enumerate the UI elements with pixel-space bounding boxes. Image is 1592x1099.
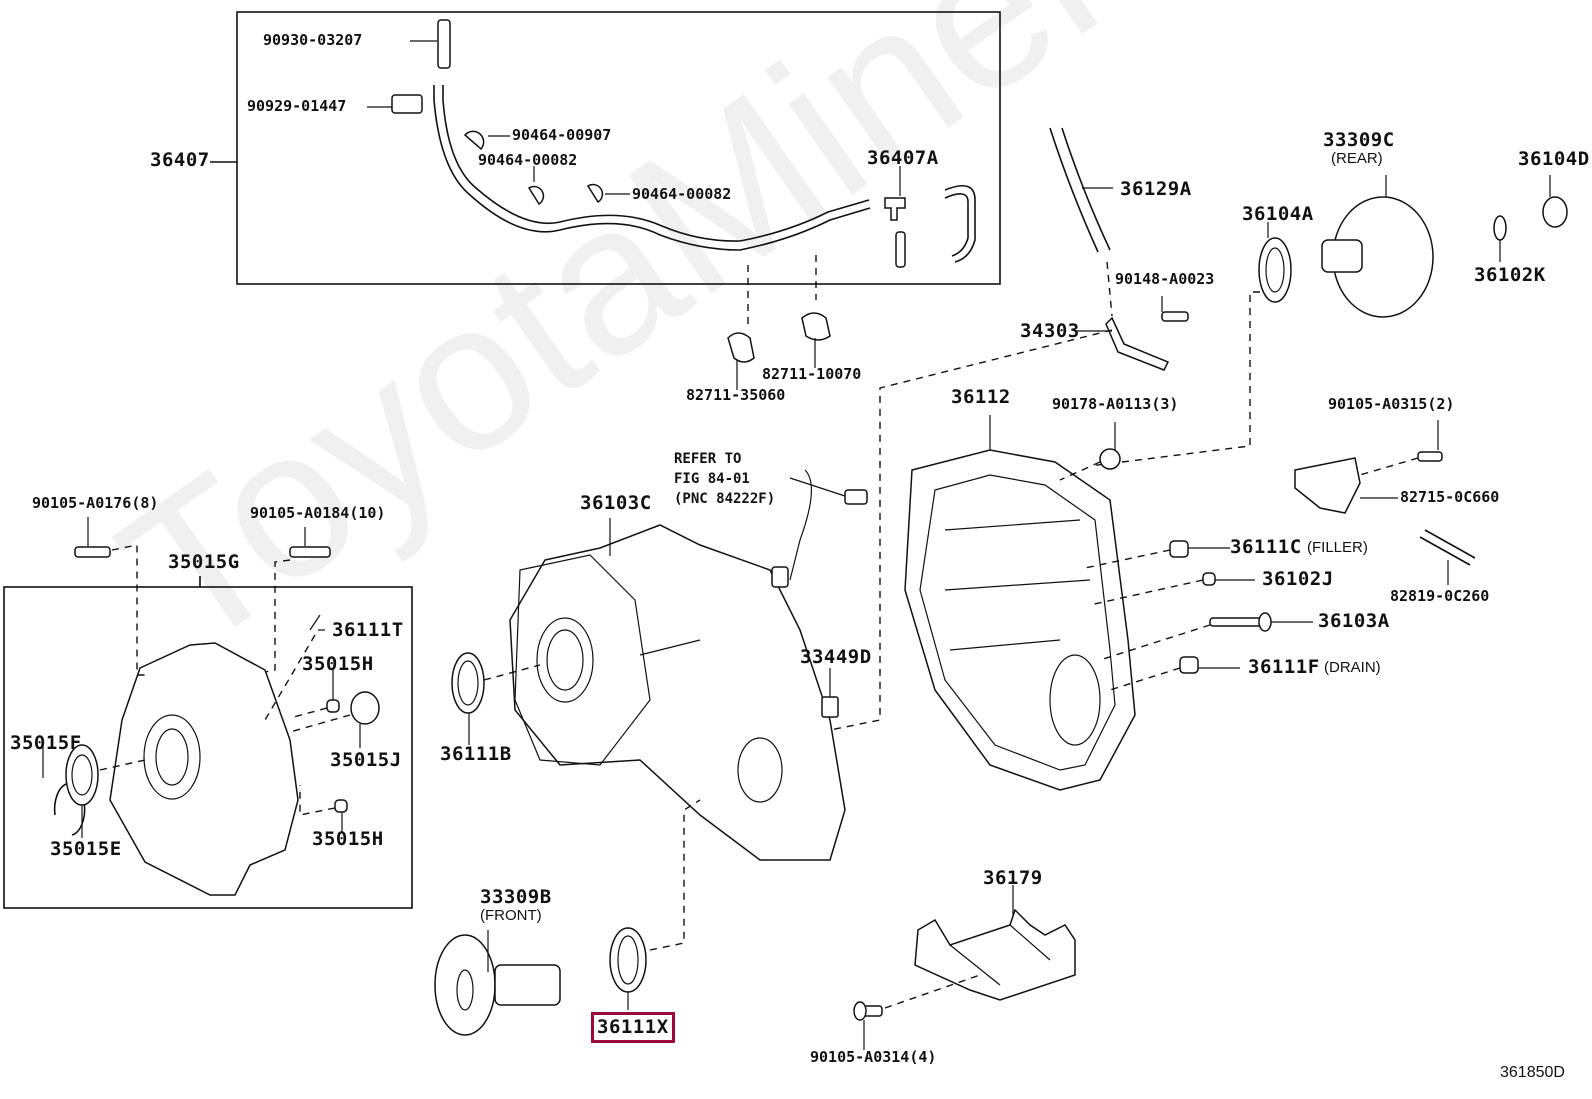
label-35015H-b[interactable]: 35015H [312, 828, 384, 850]
label-34303[interactable]: 34303 [1020, 320, 1080, 342]
refer-note: REFER TO FIG 84-01 (PNC 84222F) [674, 449, 775, 509]
label-82711-35060[interactable]: 82711-35060 [686, 386, 786, 404]
label-90105-A0314[interactable]: 90105-A0314(4) [810, 1048, 937, 1066]
plug-36102J [1202, 572, 1216, 586]
figure-id: 361850D [1500, 1064, 1565, 1081]
hose-36129A [1049, 127, 1099, 253]
housing-36103C-drawing [509, 524, 846, 861]
label-35015G[interactable]: 35015G [168, 551, 240, 573]
seal-36104A [1258, 237, 1292, 303]
bearing-35015E [65, 744, 99, 806]
hose-36407-drawing [391, 19, 976, 268]
seal-36104D [1542, 196, 1568, 228]
fitting-34303 [1105, 316, 1170, 371]
label-35015F[interactable]: 35015F [10, 732, 82, 754]
label-90178-A0113[interactable]: 90178-A0113(3) [1052, 395, 1179, 413]
seal-36111X [609, 927, 647, 993]
block-33449D [821, 696, 839, 718]
group-box-36407 [236, 11, 1001, 285]
pin-82819-0C260 [1424, 529, 1476, 559]
label-33309C-note: (REAR) [1331, 150, 1383, 167]
label-36111T[interactable]: 36111T [332, 619, 404, 641]
refer-note-line3: (PNC 84222F) [674, 491, 776, 507]
plug-90178-A0113 [1099, 448, 1121, 470]
label-33449D[interactable]: 33449D [800, 646, 872, 668]
pin-36111T [309, 614, 321, 631]
label-36407A[interactable]: 36407A [867, 147, 939, 169]
label-90929-01447[interactable]: 90929-01447 [247, 97, 347, 115]
label-90105-A0184[interactable]: 90105-A0184(10) [250, 504, 386, 522]
label-90464-00082-a[interactable]: 90464-00082 [478, 151, 578, 169]
label-36104D[interactable]: 36104D [1518, 148, 1590, 170]
label-90930-03207[interactable]: 90930-03207 [263, 31, 363, 49]
label-82819-0C260[interactable]: 82819-0C260 [1390, 587, 1490, 605]
label-36129A[interactable]: 36129A [1120, 178, 1192, 200]
bolt-90148-A0023 [1161, 311, 1189, 322]
bolt-90105-A0315 [1417, 451, 1443, 462]
refer-note-line2: FIG 84-01 [674, 471, 750, 487]
label-82715-0C660[interactable]: 82715-0C660 [1400, 488, 1500, 506]
clip-82711-35060 [727, 332, 755, 363]
housing-35015G-drawing [109, 642, 299, 896]
label-90105-A0315[interactable]: 90105-A0315(2) [1328, 395, 1455, 413]
label-36102J[interactable]: 36102J [1262, 568, 1334, 590]
bolt-90105-A0176 [74, 546, 111, 558]
dowel-35015H-b [334, 799, 348, 813]
label-35015H-a[interactable]: 35015H [302, 653, 374, 675]
clip-82711-10070 [801, 312, 831, 341]
label-33309B-note: (FRONT) [480, 907, 542, 924]
label-90464-00907[interactable]: 90464-00907 [512, 126, 612, 144]
seal-35015J [350, 691, 380, 725]
label-35015E[interactable]: 35015E [50, 838, 122, 860]
refer-note-line1: REFER TO [674, 451, 742, 467]
bracket-36179-drawing [914, 908, 1076, 1001]
label-33309C[interactable]: 33309C [1323, 129, 1395, 151]
sensor-wire [789, 469, 813, 581]
plug-36111C [1169, 540, 1189, 558]
label-36104A[interactable]: 36104A [1242, 203, 1314, 225]
label-90148-A0023[interactable]: 90148-A0023 [1115, 270, 1215, 288]
housing-36112-drawing [904, 449, 1136, 791]
bolt-90105-A0184 [289, 546, 331, 558]
label-36102K[interactable]: 36102K [1474, 264, 1546, 286]
label-36111B[interactable]: 36111B [440, 743, 512, 765]
seal-36111B [451, 652, 485, 714]
bolt-36103A [1209, 617, 1266, 627]
dowel-35015H-a [326, 699, 340, 713]
label-90105-A0176[interactable]: 90105-A0176(8) [32, 494, 159, 512]
label-36179[interactable]: 36179 [983, 867, 1043, 889]
flange-33309B-drawing [434, 934, 561, 1036]
label-36112[interactable]: 36112 [951, 386, 1011, 408]
label-33309B[interactable]: 33309B [480, 886, 552, 908]
oring-36102K [1493, 215, 1507, 241]
label-36111X-highlighted[interactable]: 36111X [591, 1012, 675, 1043]
label-36103C[interactable]: 36103C [580, 492, 652, 514]
label-36111C-note: (FILLER) [1307, 539, 1368, 556]
label-82711-10070[interactable]: 82711-10070 [762, 365, 862, 383]
label-35015J[interactable]: 35015J [330, 749, 402, 771]
label-36111C[interactable]: 36111C [1230, 536, 1302, 558]
label-36111F-note: (DRAIN) [1324, 659, 1381, 676]
label-36111F[interactable]: 36111F [1248, 656, 1320, 678]
label-36103A[interactable]: 36103A [1318, 610, 1390, 632]
bracket-82715-0C660 [1294, 457, 1361, 514]
plug-36111F [1179, 656, 1199, 674]
label-36407[interactable]: 36407 [150, 149, 210, 171]
group-box-35015G [3, 586, 413, 909]
label-90464-00082-b[interactable]: 90464-00082 [632, 185, 732, 203]
